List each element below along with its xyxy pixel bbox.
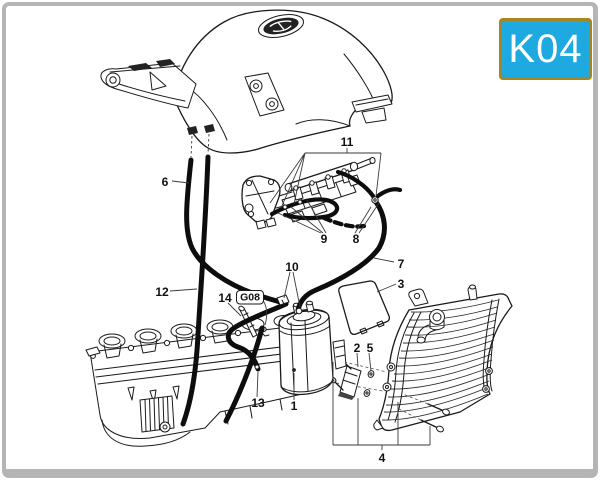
engine-drawing [85, 315, 315, 447]
callout-13: 13 [251, 396, 265, 410]
hose-to-tee [335, 169, 376, 199]
callout-8: 8 [353, 232, 360, 246]
callout-10: 10 [285, 260, 299, 274]
callout-12: 12 [155, 285, 169, 299]
hose-6 [184, 157, 283, 305]
fuel-hoses-drawing [180, 154, 403, 427]
fuel-tank-drawing [100, 9, 393, 158]
heat-shield-drawing [338, 280, 391, 336]
callout-6: 6 [162, 175, 169, 189]
hose-vent [223, 325, 265, 424]
callout-4: 4 [379, 451, 386, 465]
section-code-badge: K04 [499, 18, 592, 80]
hose-12 [180, 154, 211, 427]
canister-drawing [278, 300, 347, 396]
callout-14: 14 [218, 291, 232, 305]
section-code-text: K04 [508, 27, 583, 71]
hose-behind [321, 215, 367, 229]
callout-1: 1 [291, 399, 298, 413]
callout-11: 11 [341, 135, 354, 149]
callout-labels: 1 2 3 4 5 6 7 8 9 10 11 12 13 14 G08 [155, 135, 404, 465]
callout-7: 7 [398, 257, 405, 271]
radiator-screws-drawing [398, 393, 450, 433]
callout-9: 9 [321, 232, 328, 246]
callout-5: 5 [367, 341, 374, 355]
callout-3: 3 [398, 277, 405, 291]
callout-2: 2 [354, 341, 361, 355]
ref-label: G08 [240, 292, 260, 304]
ref-box-g08: G08 [236, 290, 264, 305]
radiator-drawing [373, 284, 513, 432]
callout-leader-lines [169, 148, 431, 450]
hose-7 [295, 199, 387, 313]
